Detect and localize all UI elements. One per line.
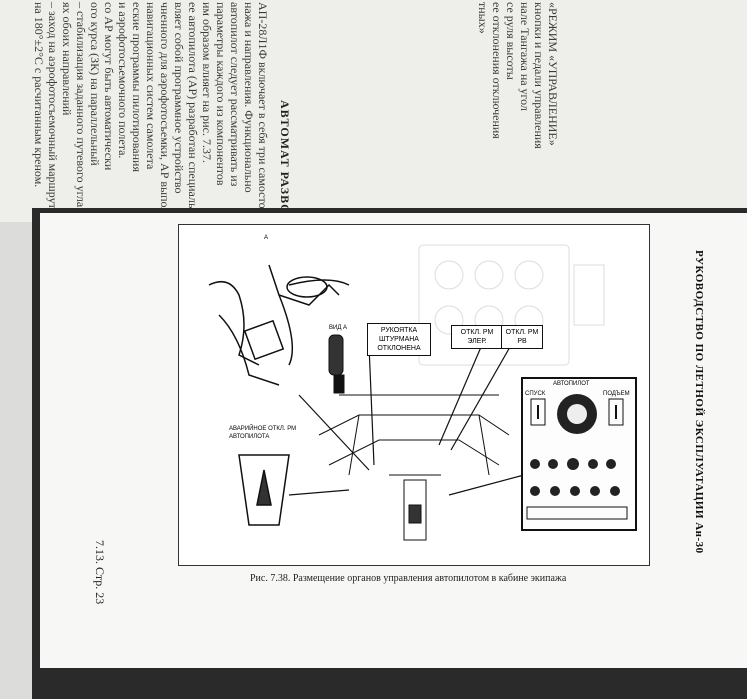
manual-title: РУКОВОДСТВО ПО ЛЕТНОЙ ЭКСПЛУАТАЦИИ Ан-30 (693, 250, 705, 554)
previous-page-line: на 180°±2°С с расчитанным креном. (32, 2, 46, 188)
previous-page-line: чненного для аэрофотосъемки, АР выполняе… (158, 2, 172, 222)
label-emergency: АВАРИЙНОЕ ОТКЛ. РМ АВТОПИЛОТА (229, 426, 297, 440)
label-a: А (264, 235, 269, 241)
previous-page-line: – заход на аэрофотосъемочный маршрут (46, 2, 60, 209)
autopilot-panel-drawing (526, 394, 628, 520)
label-spusk: СПУСК (525, 391, 546, 397)
label-off-aileron: ОТКЛ. РМ ЭЛЕР. (451, 325, 503, 349)
previous-page-line: ее автопилота (АР) разработан специально… (186, 2, 200, 222)
cockpit-drawing (208, 244, 605, 541)
page-number: 7.13. Стр. 23 (93, 540, 107, 605)
previous-page-line: вляет собой программное устройство (172, 2, 186, 194)
label-podyom: ПОДЪЕМ (603, 391, 630, 397)
label-handle: РУКОЯТКА ШТУРМАНА ОТКЛОНЕНА (367, 323, 431, 356)
previous-page-line: параметры каждого из компонентов (214, 2, 228, 186)
previous-page-line: со АР могут быть автоматически (102, 2, 116, 171)
previous-page-line: нажа и направления. Функционально (242, 2, 256, 193)
previous-page-line: навигационных систем самолета (144, 2, 158, 170)
figure: А ВИД А РУКОЯТКА ШТУРМАНА ОТКЛОНЕНА ОТКЛ… (178, 224, 650, 566)
previous-page-line: тных» (476, 2, 490, 34)
previous-page-line: кнопки и педали управления (532, 2, 546, 149)
previous-page-line: им образом влияет на рис. 7.37. (200, 2, 214, 163)
previous-page-line: АП-28Л1Ф включает в себя три самостоятел… (256, 2, 270, 222)
previous-page-line: – стабилизация заданного путевого угла (74, 2, 88, 208)
previous-page: АВТОМАТ РАЗВОРОТ АП-28Л1Ф включает в себ… (0, 0, 747, 222)
previous-page-line: ее отклонения отключения (490, 2, 504, 139)
previous-page-line: еские программы пилотирования (130, 2, 144, 172)
previous-page-line: се руля высоты (504, 2, 518, 80)
autopilot-panel: АВТОПИЛОТ СПУСК ПОДЪЕМ (521, 377, 637, 531)
previous-page-line: нале Тангажа на угол (518, 2, 532, 112)
previous-page-line: автопилот следует рассматривать из (228, 2, 242, 187)
previous-page-line: и аэрофотосъемочного полета. (116, 2, 130, 159)
label-off-rudder: ОТКЛ. РМ РВ (501, 325, 543, 349)
previous-page-line: «РЕЖИМ «УПРАВЛЕНИЕ» (546, 2, 560, 146)
label-autopilot: АВТОПИЛОТ (553, 381, 590, 387)
label-vid-a: ВИД А (329, 325, 348, 331)
previous-page-line: ях обоих направлений (60, 2, 74, 116)
previous-page-line: ого курса (ЗК) на параллельный (88, 2, 102, 166)
previous-page-heading: АВТОМАТ РАЗВОРОТ (278, 100, 292, 222)
figure-caption: Рис. 7.38. Размещение органов управления… (250, 573, 567, 584)
